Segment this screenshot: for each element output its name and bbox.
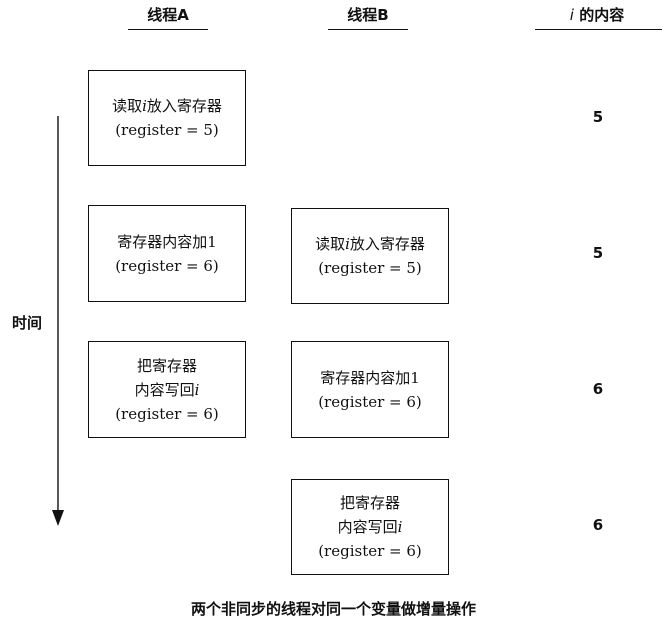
i-value-4: 6 [592,516,604,534]
step-a-read: 读取i放入寄存器 (register = 5) [88,70,246,166]
step-a-write: 把寄存器 内容写回i (register = 6) [88,341,246,438]
figure-caption: 两个非同步的线程对同一个变量做增量操作 [190,600,476,618]
step-a-add-text: 寄存器内容加1 [117,232,217,251]
step-b-read-register: (register = 5) [318,259,422,277]
time-axis-arrowhead [52,510,64,526]
header-thread-b: 线程B [347,6,389,24]
header-i-content-underline [535,29,662,30]
header-i-content: i 的内容 [532,4,662,25]
step-a-add-register: (register = 6) [115,256,219,275]
i-value-3: 6 [592,380,604,398]
step-b-read-text: 读取i放入寄存器 [315,235,425,253]
step-b-write-line1: 把寄存器 [339,494,400,512]
step-b-write: 把寄存器 内容写回i (register = 6) [291,479,449,575]
header-thread-b-underline [328,29,408,30]
step-a-write-line2: 内容写回i [134,380,200,399]
header-thread-a: 线程A [147,6,189,24]
step-b-add: 寄存器内容加1 (register = 6) [291,341,449,438]
step-a-read-text: 读取i放入寄存器 [112,97,222,115]
step-b-add-text: 寄存器内容加1 [320,368,420,387]
step-b-add-register: (register = 6) [318,392,422,411]
step-b-read: 读取i放入寄存器 (register = 5) [291,208,449,304]
time-axis-arrow [52,116,64,526]
header-i-text: 的内容 [573,6,625,24]
i-value-2: 5 [592,244,604,262]
header-thread-a-underline [128,29,208,30]
step-a-read-register: (register = 5) [115,121,219,139]
step-a-write-register: (register = 6) [115,404,219,423]
i-value-1: 5 [592,108,604,126]
time-label: 时间 [12,314,43,332]
step-b-write-line2: 内容写回i [337,518,403,536]
step-a-write-line1: 把寄存器 [136,356,197,375]
header-i-var: i [569,6,574,24]
step-b-write-register: (register = 6) [318,542,422,560]
step-a-add: 寄存器内容加1 (register = 6) [88,205,246,302]
